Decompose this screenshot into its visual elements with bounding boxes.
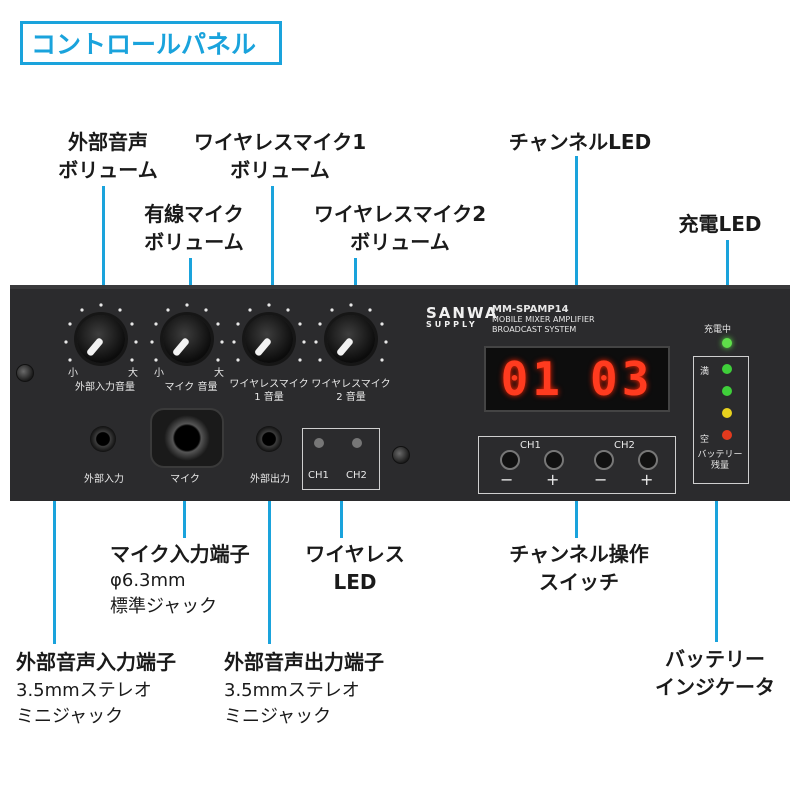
battery-led-green-icon xyxy=(722,386,732,396)
panel-edge xyxy=(10,285,790,289)
leader-line xyxy=(53,450,56,644)
callout-battery-indicator: バッテリー インジケータ xyxy=(655,647,775,699)
dial-scale-icon xyxy=(64,303,138,362)
ch2-led-icon xyxy=(352,438,362,448)
callout-ext-out-sub: 3.5mmステレオ ミニジャック xyxy=(224,680,360,727)
dial-scale-icon xyxy=(232,303,306,362)
leader-line xyxy=(575,156,578,348)
battery-led-yellow-icon xyxy=(722,408,732,418)
callout-wired-mic-volume: 有線マイク ボリューム xyxy=(144,202,244,254)
ch2-plus-label: + xyxy=(640,470,654,489)
battery-full-label: 満 xyxy=(700,367,710,377)
knob2-label: マイク 音量 xyxy=(164,382,218,393)
jack-mic-label: マイク xyxy=(170,474,200,485)
external-input-jack[interactable] xyxy=(90,426,116,452)
switch-ch2-label: CH2 xyxy=(614,440,635,451)
dial-scale-icon xyxy=(150,303,224,362)
channel-switch-group xyxy=(478,436,676,494)
leader-line xyxy=(575,490,578,538)
callout-channel-switch: チャンネル操作 スイッチ xyxy=(509,542,649,594)
brand-logo: SANWA SUPPLY xyxy=(426,304,499,330)
callout-ext-in-title: 外部音声入力端子 xyxy=(16,650,176,674)
callout-charge-led: 充電LED xyxy=(678,212,762,236)
leader-line xyxy=(340,490,343,538)
switch-ch1-label: CH1 xyxy=(520,440,541,451)
callout-wireless-led: ワイヤレス LED xyxy=(305,542,405,594)
channel-display: 01 03 xyxy=(484,346,670,412)
wireless-led-group xyxy=(302,428,380,490)
battery-led-green-icon xyxy=(722,364,732,374)
leader-line xyxy=(183,478,186,538)
leader-line xyxy=(268,450,271,644)
ch1-plus-button[interactable] xyxy=(544,450,564,470)
battery-led-red-icon xyxy=(722,430,732,440)
battery-remaining-label: バッテリー 残量 xyxy=(697,450,743,471)
battery-indicator-group xyxy=(693,356,749,484)
callout-mic-input-sub: φ6.3mm 標準ジャック xyxy=(110,570,218,617)
ch2-plus-button[interactable] xyxy=(638,450,658,470)
knob1-label: 外部入力音量 xyxy=(75,382,135,393)
callout-external-volume: 外部音声 ボリューム xyxy=(58,130,158,182)
callout-wireless1-volume: ワイヤレスマイク1 ボリューム xyxy=(193,130,367,182)
ch1-led-icon xyxy=(314,438,324,448)
ch2-minus-label: − xyxy=(594,470,608,489)
channel-display-right: 03 xyxy=(590,352,654,406)
charging-label: 充電中 xyxy=(704,325,732,335)
callout-mic-input-title: マイク入力端子 xyxy=(110,542,250,566)
screw-icon xyxy=(16,364,34,382)
mic-input-jack[interactable] xyxy=(150,408,224,468)
knob-max-label: 大 xyxy=(214,368,224,379)
knob-min-label: 小 xyxy=(154,368,164,379)
dial-scale-icon xyxy=(314,303,388,362)
ch1-minus-button[interactable] xyxy=(500,450,520,470)
knob-max-label: 大 xyxy=(128,368,138,379)
page-title: コントロールパネル xyxy=(20,21,282,65)
wireless-ch2-label: CH2 xyxy=(346,470,367,481)
battery-empty-label: 空 xyxy=(700,435,710,445)
ch1-plus-label: + xyxy=(546,470,560,489)
jack-ext-out-label: 外部出力 xyxy=(250,474,290,485)
callout-wireless2-volume: ワイヤレスマイク2 ボリューム xyxy=(313,202,487,254)
ch2-minus-button[interactable] xyxy=(594,450,614,470)
charge-led-icon xyxy=(722,338,732,348)
knob4-label: ワイヤレスマイク 2 音量 xyxy=(311,379,391,403)
channel-display-left: 01 xyxy=(500,352,564,406)
wireless-ch1-label: CH1 xyxy=(308,470,329,481)
leader-line xyxy=(102,186,105,336)
external-output-jack[interactable] xyxy=(256,426,282,452)
knob3-label: ワイヤレスマイク 1 音量 xyxy=(229,379,309,403)
callout-channel-led: チャンネルLED xyxy=(508,130,652,154)
callout-ext-in-sub: 3.5mmステレオ ミニジャック xyxy=(16,680,152,727)
leader-line xyxy=(715,482,718,642)
ch1-minus-label: − xyxy=(500,470,514,489)
callout-ext-out-title: 外部音声出力端子 xyxy=(224,650,384,674)
model-text: MM-SPAMP14 MOBILE MIXER AMPLIFIER BROADC… xyxy=(492,304,595,335)
leader-line xyxy=(271,186,274,336)
screw-icon xyxy=(392,446,410,464)
jack-ext-in-label: 外部入力 xyxy=(84,474,124,485)
knob-min-label: 小 xyxy=(68,368,78,379)
